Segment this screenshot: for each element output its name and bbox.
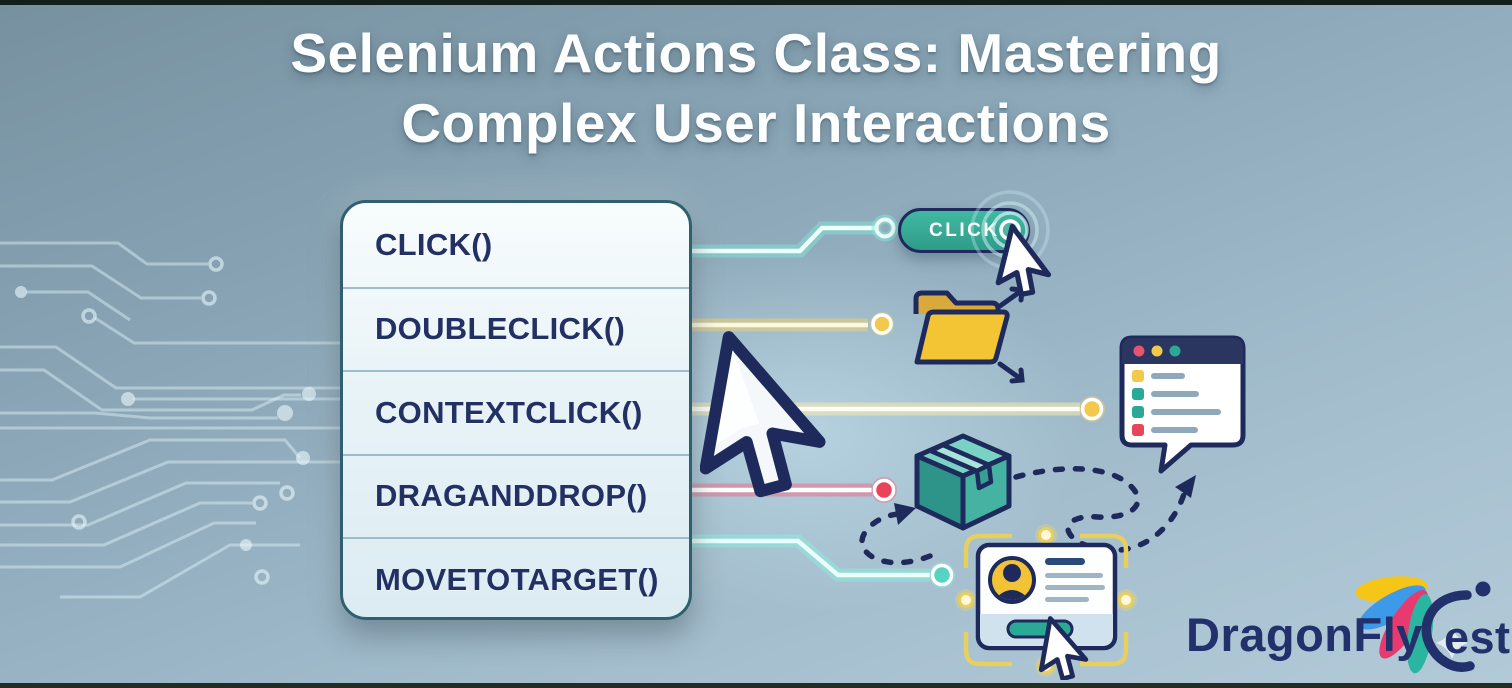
bottom-edge-strip [0, 683, 1512, 688]
page-title: Selenium Actions Class: Mastering Comple… [0, 18, 1512, 158]
method-item-contextclick[interactable]: CONTEXTCLICK() [343, 370, 689, 454]
top-edge-strip [0, 0, 1512, 5]
page-title-line2: Complex User Interactions [401, 92, 1111, 154]
page-title-line1: Selenium Actions Class: Mastering [290, 22, 1222, 84]
window-dot-teal-icon [1169, 345, 1181, 357]
drag-arrowhead-right [1175, 475, 1196, 498]
window-dot-yellow-icon [1151, 345, 1163, 357]
click-demo-button-label: CLICK [929, 219, 1000, 241]
method-item-draganddrop[interactable]: DRAGANDDROP() [343, 453, 689, 538]
context-menu-window [1119, 335, 1246, 474]
click-demo-button[interactable]: CLICK [898, 208, 1030, 253]
window-dot-red-icon [1133, 345, 1145, 357]
context-menu-titlebar [1122, 338, 1243, 364]
context-menu-bubble [1119, 335, 1246, 474]
context-menu-items [1132, 370, 1221, 436]
method-item-movetotarget[interactable]: MOVETOTARGET() [343, 537, 689, 617]
circuit-pattern [0, 241, 340, 599]
method-item-doubleclick[interactable]: DOUBLECLICK() [343, 286, 689, 371]
logo-text-dragonfly: DragonFly [1186, 608, 1423, 661]
method-item-click[interactable]: CLICK() [375, 226, 493, 262]
method-list-panel: CLICK() DOUBLECLICK() CONTEXTCLICK() DRA… [340, 200, 692, 620]
logo-text-est: est [1444, 612, 1511, 663]
dragonfly-head-dot [1475, 581, 1491, 597]
